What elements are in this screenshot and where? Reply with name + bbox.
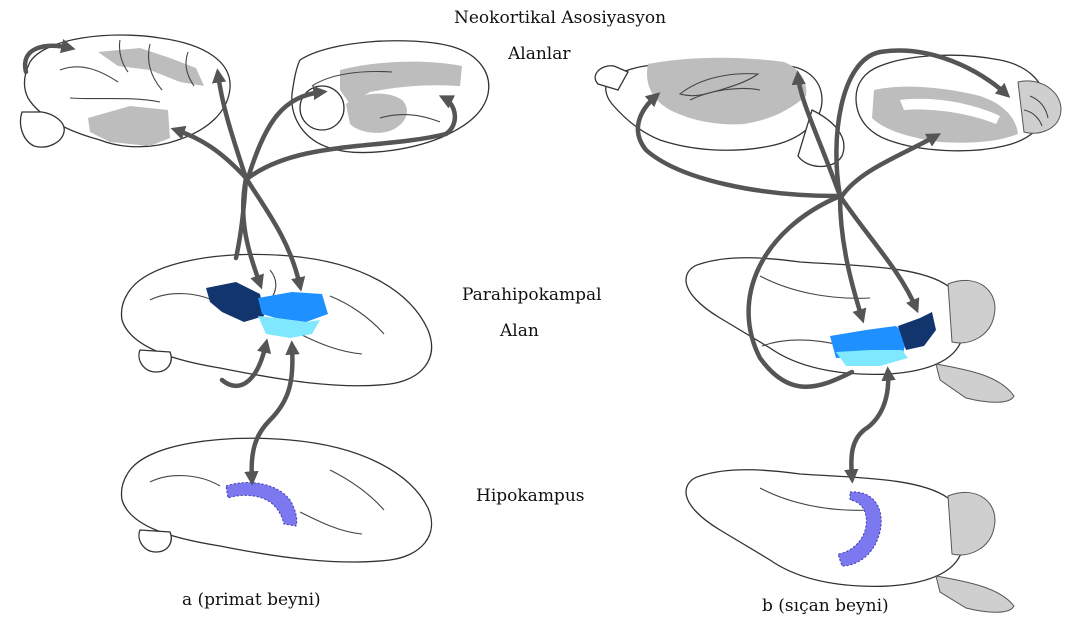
caption-primate-brain: a (primat beyni): [182, 590, 321, 610]
label-neocortical-association: Neokortikal Asosiyasyon: [454, 8, 666, 28]
rat-brain-hippocampus: [686, 470, 1014, 613]
caption-rat-brain: b (sıçan beyni): [762, 596, 889, 616]
label-hippocampus: Hipokampus: [476, 486, 585, 506]
primate-brain-hippocampus: [121, 438, 431, 562]
primate-brain-lateral: [21, 35, 231, 147]
label-parahippocampal: Parahipokampal: [462, 285, 602, 305]
primate-brain-medial: [292, 41, 489, 153]
rat-brain-lateral: [856, 55, 1061, 151]
primate-brain-parahippocampal: [121, 254, 431, 385]
label-parahippocampal-area: Alan: [500, 321, 539, 341]
label-neocortical-areas: Alanlar: [508, 44, 571, 64]
